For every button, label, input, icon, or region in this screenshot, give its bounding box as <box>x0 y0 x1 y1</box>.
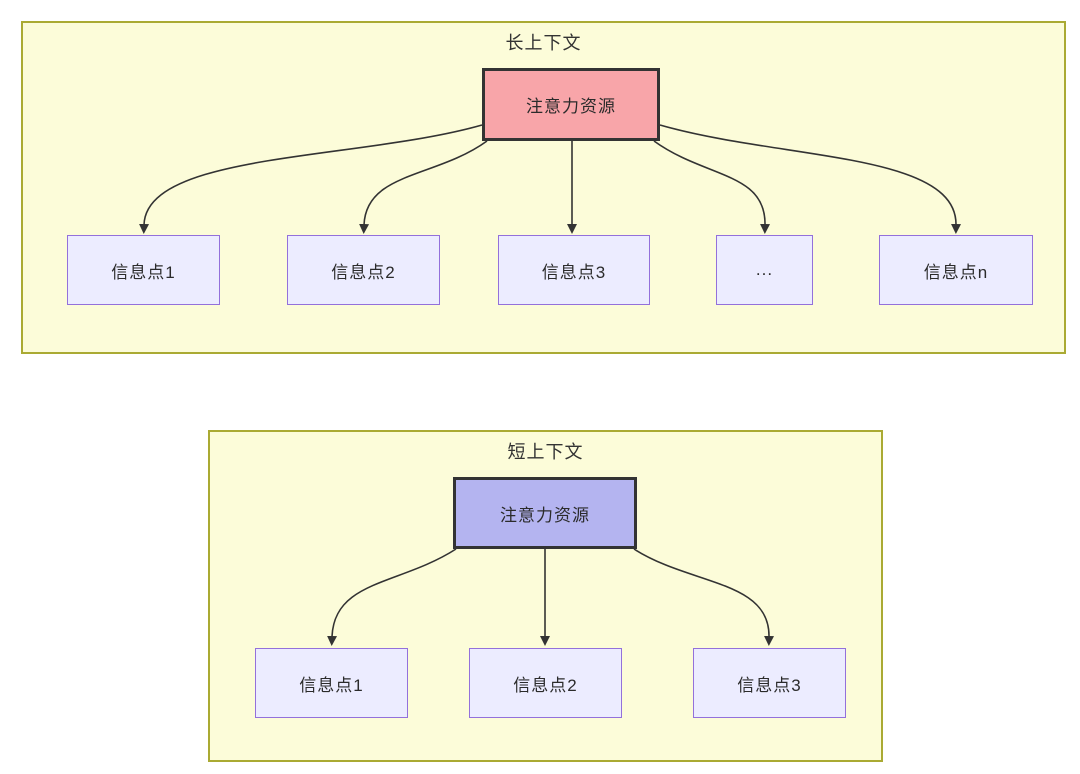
info-node-long-2: 信息点2 <box>287 235 440 305</box>
info-node-long-n: 信息点n <box>879 235 1033 305</box>
info-node-long-1: 信息点1 <box>67 235 220 305</box>
info-node-short-1: 信息点1 <box>255 648 408 718</box>
info-node-long-3: 信息点3 <box>498 235 650 305</box>
info-node-short-2: 信息点2 <box>469 648 622 718</box>
short-context-group-title: 短上下文 <box>507 442 584 462</box>
attention-resource-node-short: 注意力资源 <box>453 477 637 549</box>
long-context-group-title: 长上下文 <box>505 33 582 53</box>
attention-resource-node-long: 注意力资源 <box>482 68 660 141</box>
info-node-short-3: 信息点3 <box>693 648 846 718</box>
info-node-long-ellipsis: ... <box>716 235 813 305</box>
